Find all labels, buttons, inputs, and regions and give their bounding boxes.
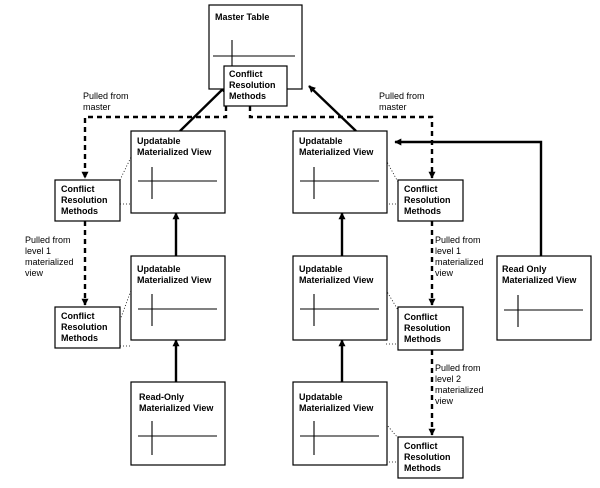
mv-updatable-right-3: Updatable Materialized View <box>292 381 388 466</box>
mv-title-line-2: Materialized View <box>139 403 214 413</box>
mv-title-line-1: Read-Only <box>139 392 184 402</box>
crm-line-3: Methods <box>229 91 266 101</box>
crm-left-1: Conflict Resolution Methods <box>54 179 121 222</box>
mv-title-line-1: Updatable <box>137 136 181 146</box>
crm-line-2: Resolution <box>229 80 276 90</box>
crm-right-2: Conflict Resolution Methods <box>397 306 464 351</box>
crm-right-1: Conflict Resolution Methods <box>397 179 464 222</box>
arrow-mv-left1-to-master <box>179 85 227 132</box>
mv-title-line-2: Materialized View <box>137 147 212 157</box>
note-line-4: view <box>435 268 454 278</box>
note-line-1: Pulled from <box>83 91 129 101</box>
solid-arrows <box>172 85 543 382</box>
crm-line-3: Methods <box>61 206 98 216</box>
note-line-1: Pulled from <box>25 235 71 245</box>
crm-line-2: Resolution <box>404 323 451 333</box>
note-line-1: Pulled from <box>435 235 481 245</box>
crm-line-3: Methods <box>404 334 441 344</box>
crm-line-3: Methods <box>404 206 441 216</box>
crm-line-1: Conflict <box>61 184 95 194</box>
mv-title-line-2: Materialized View <box>299 275 374 285</box>
crm-right-3: Conflict Resolution Methods <box>397 436 464 479</box>
note-line-3: materialized <box>435 257 484 267</box>
crm-line-2: Resolution <box>404 452 451 462</box>
mv-title-line-1: Updatable <box>299 136 343 146</box>
crm-line-3: Methods <box>404 463 441 473</box>
mv-title-line-1: Updatable <box>137 264 181 274</box>
note-line-1: Pulled from <box>379 91 425 101</box>
note-line-2: master <box>83 102 111 112</box>
note-line-4: view <box>435 396 454 406</box>
mv-updatable-left-1: Updatable Materialized View <box>130 130 226 214</box>
mv-title-line-1: Updatable <box>299 264 343 274</box>
pull-arrow-master-to-left-crm <box>81 106 228 179</box>
dashed-pull-arrows <box>81 106 436 436</box>
crm-left-2: Conflict Resolution Methods <box>54 306 121 349</box>
note-line-3: materialized <box>25 257 74 267</box>
note-line-1: Pulled from <box>435 363 481 373</box>
note-pulled-from-level2-right: Pulled from level 2 materialized view <box>435 363 484 406</box>
note-line-4: view <box>25 268 44 278</box>
mv-title-line-2: Materialized View <box>137 275 212 285</box>
crm-line-3: Methods <box>61 333 98 343</box>
dotted-connectors <box>119 154 399 463</box>
crm-line-2: Resolution <box>61 322 108 332</box>
note-pulled-from-level1-right: Pulled from level 1 materialized view <box>435 235 484 278</box>
master-table-title: Master Table <box>215 12 269 22</box>
mv-read-only-right: Read Only Materialized View <box>496 255 592 341</box>
note-line-2: level 1 <box>435 246 461 256</box>
mv-updatable-right-1: Updatable Materialized View <box>292 130 388 214</box>
pull-arrow-master-to-right-crm <box>248 106 436 179</box>
mv-title-line-1: Updatable <box>299 392 343 402</box>
note-line-3: materialized <box>435 385 484 395</box>
mv-title-line-2: Materialized View <box>299 403 374 413</box>
crm-line-2: Resolution <box>61 195 108 205</box>
crm-line-1: Conflict <box>404 184 438 194</box>
note-pulled-from-level1-left: Pulled from level 1 materialized view <box>25 235 74 278</box>
mv-updatable-left-2: Updatable Materialized View <box>130 255 226 341</box>
note-line-2: level 2 <box>435 374 461 384</box>
mv-title-line-2: Materialized View <box>502 275 577 285</box>
crm-line-1: Conflict <box>61 311 95 321</box>
crm-line-2: Resolution <box>404 195 451 205</box>
arrow-readonly-right-to-right1 <box>394 138 543 256</box>
crm-line-1: Conflict <box>404 312 438 322</box>
mv-read-only-left: Read-Only Materialized View <box>130 381 226 466</box>
master-conflict-methods: Conflict Resolution Methods <box>223 65 288 107</box>
note-line-2: master <box>379 102 407 112</box>
note-pulled-from-master-right: Pulled from master <box>379 91 425 112</box>
mv-title-line-1: Read Only <box>502 264 547 274</box>
arrow-mv-right1-to-master <box>308 85 357 132</box>
mv-updatable-right-2: Updatable Materialized View <box>292 255 388 341</box>
mv-title-line-2: Materialized View <box>299 147 374 157</box>
crm-line-1: Conflict <box>404 441 438 451</box>
crm-line-1: Conflict <box>229 69 263 79</box>
note-pulled-from-master-left: Pulled from master <box>83 91 129 112</box>
note-line-2: level 1 <box>25 246 51 256</box>
